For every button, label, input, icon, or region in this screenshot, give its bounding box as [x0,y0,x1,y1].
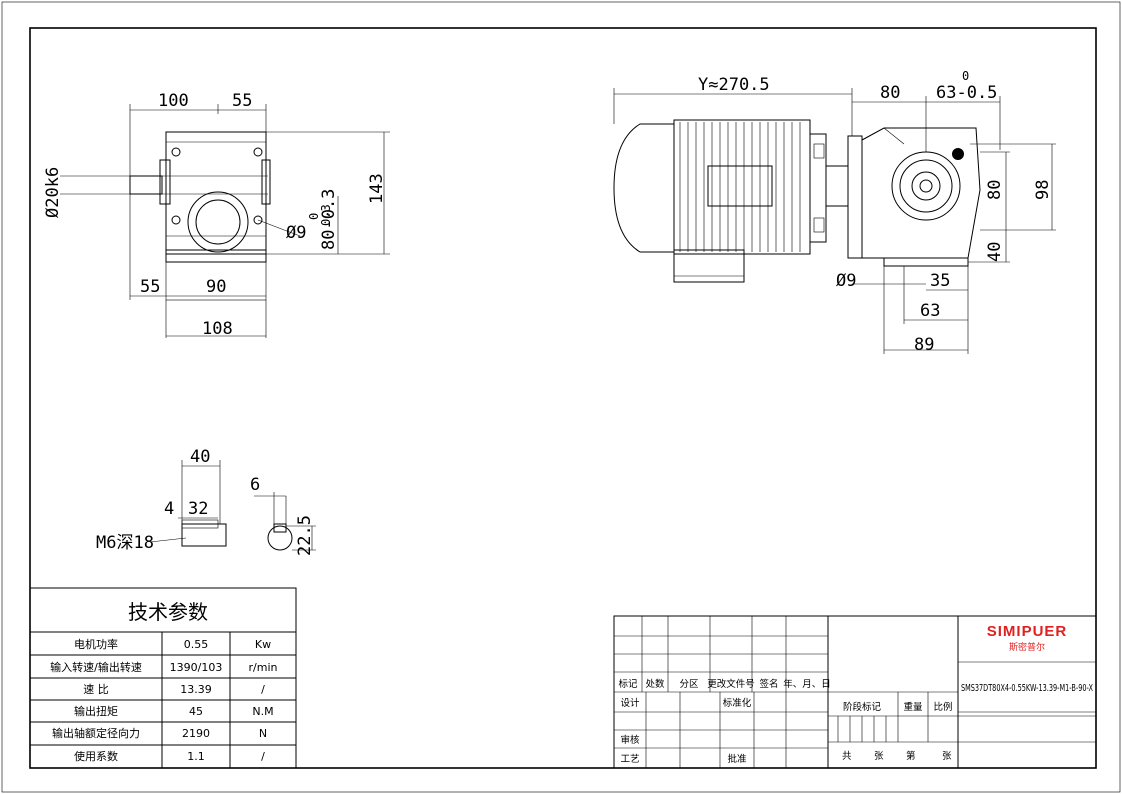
param-unit: / [261,683,265,696]
tb-header: 处数 [645,678,665,690]
param-value: 1.1 [187,750,205,763]
param-unit: / [261,750,265,763]
param-unit: N [259,727,267,740]
tb-sheet: 张 [874,751,884,762]
dim-80-top: 80 [880,83,900,103]
param-value: 45 [189,705,203,718]
param-label: 输出轴额定径向力 [52,726,140,740]
dim-143: 143 [367,173,387,204]
dim-thread: M6深18 [96,533,154,553]
param-unit: N.M [252,705,273,718]
dim-shaft-dia: Ø20k6 [43,167,63,218]
right-view [613,88,1056,354]
param-unit: r/min [249,661,278,674]
brand-cn: 斯密普尔 [1009,641,1045,653]
left-view [60,104,390,338]
dim-9-tol-hi: 0 [307,213,321,220]
tb-weight: 重量 [903,701,923,713]
tech-params-title: 技术参数 [128,600,208,624]
dim-key-4: 4 [164,499,174,519]
dim-98: 98 [1033,180,1053,200]
tb-header: 更改文件号 [707,678,755,690]
dim-key-6: 6 [250,475,260,495]
dim-55-bot: 55 [140,277,160,297]
dim-40: 40 [985,242,1005,262]
brand-logo: SIMIPUER [987,623,1068,640]
dim-35: 35 [930,271,950,291]
tb-sheet2: 张 [942,751,952,762]
param-label: 电机功率 [74,637,118,651]
tb-review: 审核 [620,734,640,746]
tb-number: 第 [906,750,916,762]
inner-border [29,27,1097,769]
dim-63-bot: 63 [920,301,940,321]
param-label: 速 比 [83,683,109,696]
dim-63: 63-0.5 [936,83,997,103]
dim-9-tol-lo: 0.3 [319,204,333,226]
param-value: 2190 [182,727,210,740]
tb-process: 工艺 [620,754,639,765]
param-label: 输出扭矩 [74,704,118,718]
dim-hole-9: Ø9 [286,223,306,243]
tb-total: 共 [842,751,852,762]
title-block [613,615,1097,769]
tb-scale: 比例 [933,701,952,713]
param-label: 使用系数 [74,750,118,763]
dim-89: 89 [914,335,934,355]
tb-header: 分区 [679,679,699,690]
dim-80-side: 80 [985,180,1005,200]
param-unit: Kw [255,638,271,651]
dim-55-top: 55 [232,91,252,111]
dim-100: 100 [158,91,189,111]
param-value: 0.55 [184,638,209,651]
dim-90: 90 [206,277,226,297]
dim-80: 80-0.3 [319,189,339,250]
model-number: SMS37DT80X4-0.55KW-13.39-M1-B-90-X [961,683,1093,694]
tech-params-table [29,587,297,769]
shaft-detail [149,460,316,551]
dim-hole-9-right: Ø9 [836,271,856,291]
tb-header: 年、月、日 [783,678,831,690]
dim-63-tol-hi: 0 [962,69,969,83]
tb-design: 设计 [620,697,640,709]
tb-header: 签名 [759,678,778,690]
dim-key-40: 40 [190,447,210,467]
param-value: 1390/103 [170,661,223,674]
dim-22-5: 22.5 [295,515,315,556]
tb-standard: 标准化 [723,697,752,709]
dim-108: 108 [202,319,233,339]
dim-y-length: Y≈270.5 [698,75,770,95]
tb-approve: 批准 [727,753,747,765]
param-value: 13.39 [180,683,212,696]
tb-stage-mark: 阶段标记 [843,701,882,713]
param-label: 输入转速/输出转速 [50,660,142,674]
tb-header: 标记 [618,678,638,690]
dim-key-32: 32 [188,499,208,519]
